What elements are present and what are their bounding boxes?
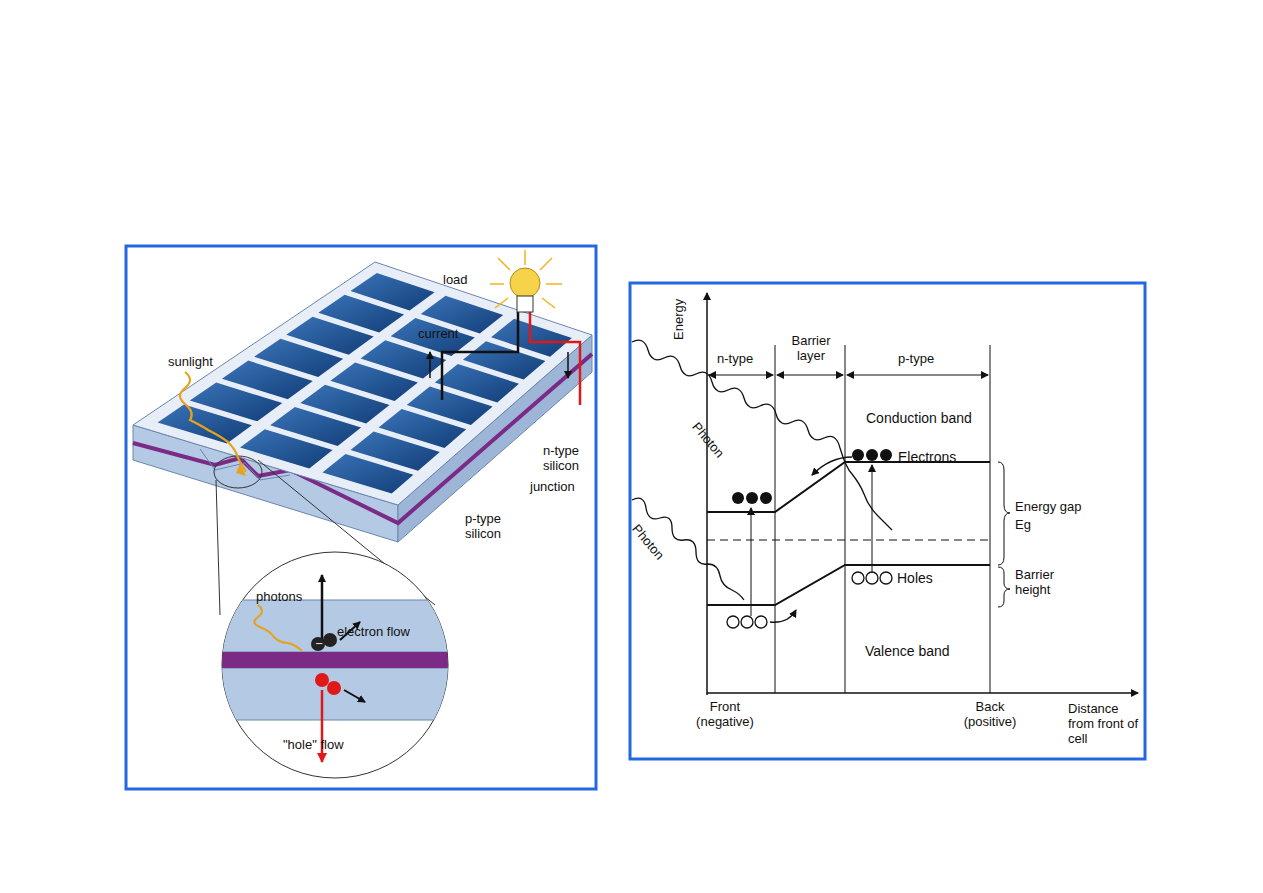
band-diagram	[632, 293, 1138, 695]
text-label: sunlight	[168, 355, 213, 370]
text-label: photons	[256, 590, 302, 605]
text-label: Back (positive)	[952, 700, 1028, 730]
solar-cell	[351, 273, 435, 311]
text-label: junction	[530, 480, 575, 495]
text-label: Barrier layer	[781, 334, 841, 364]
magnified-junction: −	[200, 552, 470, 778]
text-label: n-type	[717, 352, 753, 367]
svg-text:−: −	[315, 638, 323, 649]
text-label: Barrier height	[1015, 568, 1075, 598]
text-label: p-type silicon	[452, 512, 514, 542]
text-label: current	[418, 327, 458, 342]
sunlight-ray	[180, 372, 246, 472]
text-label: Distance from front of cell	[1068, 702, 1140, 747]
text-label: electron flow	[337, 625, 410, 640]
text-label: Energy	[672, 299, 687, 340]
panel-frame	[630, 283, 1145, 759]
text-label: load	[443, 273, 468, 288]
text-label: p-type	[898, 352, 934, 367]
panel-frame	[126, 246, 596, 789]
carriers	[727, 449, 892, 628]
text-label: Conduction band	[866, 410, 972, 426]
text-label: Valence band	[865, 643, 950, 659]
text-label: Electrons	[898, 449, 956, 465]
text-label: Eg	[1015, 518, 1031, 533]
text-label: Energy gap	[1015, 500, 1082, 515]
text-label: Holes	[897, 570, 933, 586]
text-label: n-type silicon	[530, 444, 592, 474]
text-label: "hole" flow	[283, 738, 344, 753]
text-label: Front (negative)	[690, 700, 760, 730]
